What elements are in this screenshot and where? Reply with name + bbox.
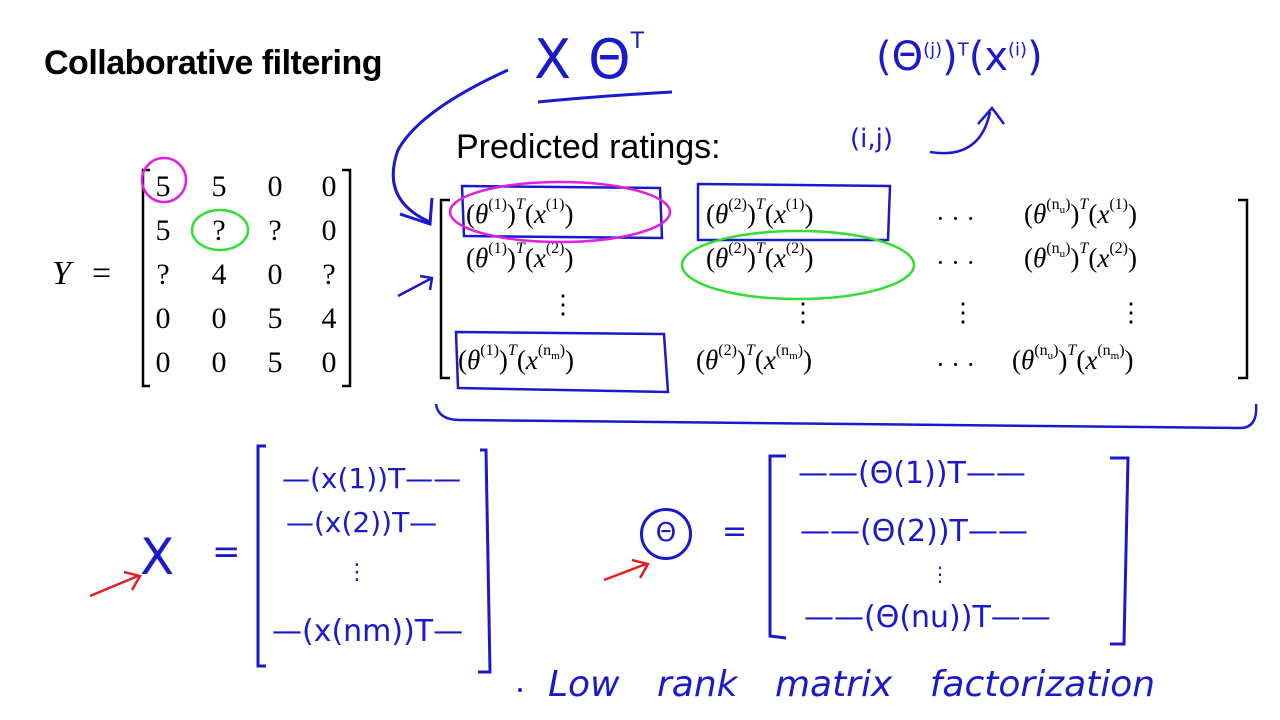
vdots: ⋮ <box>790 298 816 327</box>
product-underline <box>537 90 673 104</box>
vdots: ⋮ <box>550 290 576 319</box>
highlight-circle-green <box>190 208 250 252</box>
slide-title: Collaborative filtering <box>44 44 383 82</box>
y-cell: ? <box>322 258 336 291</box>
y-cell: 0 <box>267 258 283 291</box>
y-cell: 5 <box>267 346 283 379</box>
pred-cell-1-2: (θ(1))T(x(2)) <box>466 240 574 273</box>
hdots: · · · <box>936 350 975 379</box>
y-matrix-equals: = <box>92 255 112 292</box>
bottom-brace <box>434 403 1258 430</box>
y-cell: 0 <box>211 302 227 335</box>
handwritten-index-pair: (i,j) <box>850 124 893 154</box>
y-matrix: 5 5 0 0 5 ? ? 0 ? 4 0 ? 0 0 5 4 0 0 5 0 <box>143 166 353 388</box>
pred-cell-nu-nm: (θ(nu))T(x(nm)) <box>1012 342 1134 375</box>
y-cell: 5 <box>155 214 171 247</box>
curved-arrow <box>391 68 509 224</box>
x-matrix-brackets <box>256 444 492 674</box>
curved-arrow-head <box>399 197 434 227</box>
box-cell-1-nm <box>454 330 670 394</box>
y-cell: ? <box>268 214 282 247</box>
handwritten-product: X ΘT <box>534 28 645 91</box>
pred-cell-nu-2: (θ(nu))T(x(2)) <box>1024 240 1137 273</box>
x-matrix-label: X <box>140 528 175 586</box>
y-cell: 5 <box>155 170 171 203</box>
vdots: ⋮ <box>1118 298 1144 327</box>
y-cell: 0 <box>155 346 171 379</box>
y-matrix-label: Y <box>52 255 71 292</box>
y-cell: 0 <box>211 346 227 379</box>
index-arrow <box>929 106 1005 155</box>
theta-matrix-label: Θ <box>640 508 692 560</box>
hdots: · · · <box>936 248 975 277</box>
predicted-ratings-heading: Predicted ratings: <box>456 128 721 166</box>
pred-cell-2-nm: (θ(2))T(x(nm)) <box>696 342 813 375</box>
y-cell: ? <box>156 258 170 291</box>
x-matrix-equals: = <box>212 532 241 572</box>
pred-cell-2-1: (θ(2))T(x(1)) <box>706 196 814 229</box>
x-row-2: —(x(2))T— <box>286 506 438 539</box>
predicted-matrix-brackets <box>439 198 1249 380</box>
theta-matrix-brackets <box>768 454 1130 646</box>
pred-cell-1-1: (θ(1))T(x(1)) <box>466 196 574 229</box>
hdots: · · · <box>936 204 975 233</box>
highlight-circle-magenta <box>140 156 188 204</box>
y-cell: 0 <box>155 302 171 335</box>
box-cell-2-1 <box>696 182 892 242</box>
highlight-ellipse-green <box>680 229 916 301</box>
pred-cell-2-2: (θ(2))T(x(2)) <box>706 240 814 273</box>
y-matrix-brackets <box>141 168 352 388</box>
y-cell: 4 <box>321 302 337 335</box>
box-cell-1-1 <box>460 184 664 240</box>
y-cell: 0 <box>321 346 337 379</box>
pred-cell-1-nm: (θ(1))T(x(nm)) <box>458 342 575 375</box>
y-cell: ? <box>212 214 226 247</box>
theta-row-1: ——(Θ(1))T—— <box>798 456 1026 491</box>
y-cell: 5 <box>211 170 227 203</box>
x-row-dots: ⋮ <box>346 560 368 585</box>
y-cell: 4 <box>211 258 227 291</box>
y-cell: 0 <box>321 214 337 247</box>
highlight-ellipse-magenta <box>448 180 672 244</box>
red-arrow-theta <box>603 558 650 582</box>
small-arrow <box>397 274 434 298</box>
theta-matrix-equals: = <box>722 514 748 549</box>
pred-cell-nu-1: (θ(nu))T(x(1)) <box>1024 196 1137 229</box>
theta-row-2: ——(Θ(2))T—— <box>800 514 1028 549</box>
footer-note: Low rank matrix factorization <box>548 664 1156 705</box>
y-cell: 0 <box>267 170 283 203</box>
red-arrow-x <box>89 570 142 598</box>
x-row-1: —(x(1))T—— <box>282 462 462 495</box>
footer-bullet <box>518 688 522 692</box>
handwritten-formula: (Θ(j))T(x(i)) <box>876 34 1043 80</box>
x-row-nm: —(x(nm))T— <box>272 614 464 649</box>
theta-row-dots: ⋮ <box>930 562 950 586</box>
vdots: ⋮ <box>950 298 976 327</box>
y-cell: 0 <box>321 170 337 203</box>
y-cell: 5 <box>267 302 283 335</box>
theta-row-nu: ——(Θ(nu))T—— <box>804 600 1051 635</box>
